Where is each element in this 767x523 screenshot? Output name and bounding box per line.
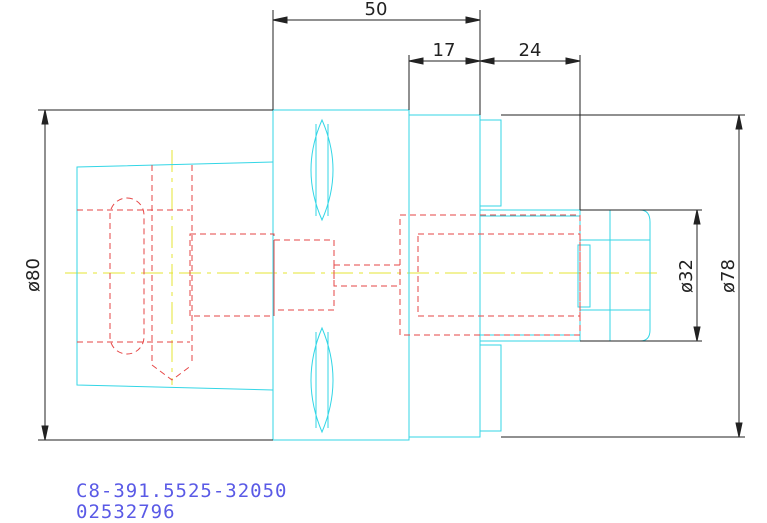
flange-body xyxy=(272,109,410,441)
hidden-lines xyxy=(77,165,581,381)
hidden-channel xyxy=(333,264,401,287)
centerlines xyxy=(65,150,660,385)
hidden-thread xyxy=(189,233,275,317)
dimension-dia80: ø80 xyxy=(23,258,44,292)
dimension-dia78: ø78 xyxy=(718,259,739,293)
collar-top xyxy=(479,119,502,207)
dimension-24: 24 xyxy=(519,40,542,61)
drive-slot-bottom xyxy=(310,326,334,434)
hidden-socket xyxy=(399,214,581,336)
drive-slot-top xyxy=(310,118,334,222)
taper-shank xyxy=(76,161,274,391)
holder-shank xyxy=(479,209,581,342)
hidden-bore-mid xyxy=(273,239,335,311)
dimension-17: 17 xyxy=(433,40,456,61)
part-outline xyxy=(76,109,651,441)
hidden-pin-slot xyxy=(109,197,145,355)
serial-number: 02532796 xyxy=(76,501,176,523)
part-code: C8-391.5525-32050 xyxy=(76,480,288,502)
dimension-dia32: ø32 xyxy=(676,259,697,293)
hidden-pin-tip xyxy=(151,364,193,381)
dimension-50: 50 xyxy=(365,0,388,20)
drive-slot-top-inner xyxy=(315,124,329,216)
hidden-socket-inner xyxy=(417,233,581,317)
drive-slot-bottom-inner xyxy=(315,332,329,428)
neck xyxy=(408,114,481,438)
dimension-lines xyxy=(38,10,745,441)
collar-bottom xyxy=(479,344,502,432)
nose-step xyxy=(577,244,591,308)
